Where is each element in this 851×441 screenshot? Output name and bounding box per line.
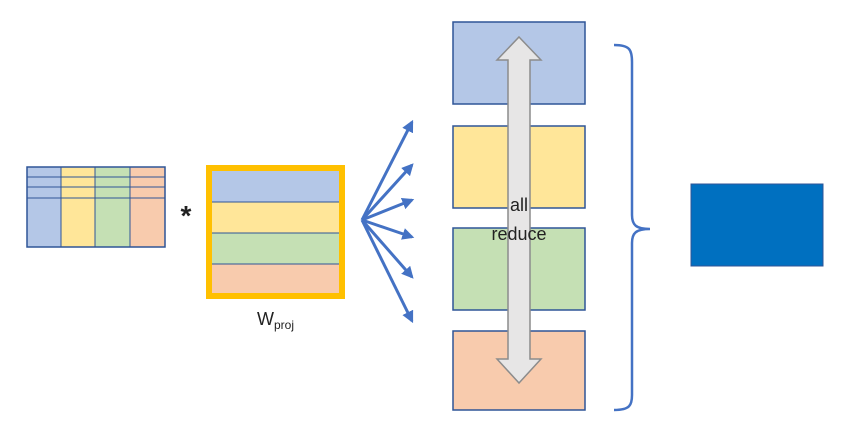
weight-label: Wproj <box>257 309 294 332</box>
fan-arrow-1 <box>360 119 414 221</box>
weight-label-main: W <box>257 309 274 329</box>
input-col-blue <box>27 167 61 247</box>
weight-row-green <box>212 233 339 264</box>
fan-arrow-4 <box>361 218 415 240</box>
fan-arrow-3 <box>361 197 415 222</box>
input-matrix-border <box>26 166 166 248</box>
fan-arrow-6 <box>360 219 414 324</box>
input-col-green <box>95 167 130 247</box>
weight-row-yellow <box>212 202 339 233</box>
allreduce-label-line1: all <box>510 195 528 215</box>
fan-arrow-5 <box>360 219 414 279</box>
multiply-operator: * <box>181 200 192 231</box>
allreduce-label-line2: reduce <box>491 224 546 244</box>
weight-matrix <box>206 165 345 299</box>
input-matrix <box>26 166 166 248</box>
fan-arrow-2 <box>360 163 414 222</box>
input-col-orange <box>130 167 165 247</box>
input-col-yellow <box>61 167 95 247</box>
right-brace <box>613 43 651 412</box>
allreduce-double-arrow <box>495 35 543 385</box>
weight-row-orange <box>212 264 339 293</box>
fan-out-arrows <box>360 119 415 324</box>
weight-label-subscript: proj <box>274 318 294 332</box>
output-block <box>690 183 824 267</box>
weight-row-blue <box>212 171 339 202</box>
